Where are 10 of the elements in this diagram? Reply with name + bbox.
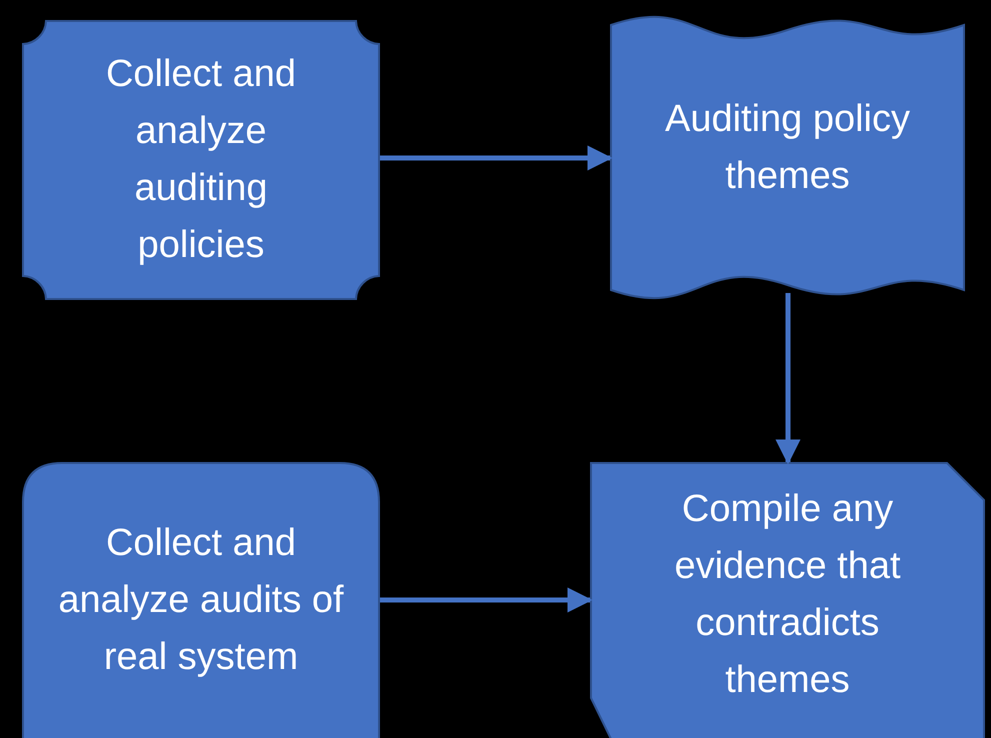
arrow [380, 146, 612, 170]
arrow [380, 588, 592, 612]
node-label: Collect and analyze audits of real system [57, 520, 345, 680]
process-shape [590, 462, 985, 738]
node-label: Auditing policy themes [664, 96, 912, 198]
arrow [776, 293, 800, 464]
node-label: Compile any evidence that contradicts themes [673, 487, 902, 703]
process-shape [22, 462, 380, 738]
node-label: Collect and analyze auditing policies [104, 52, 298, 268]
process-shape [22, 20, 380, 300]
